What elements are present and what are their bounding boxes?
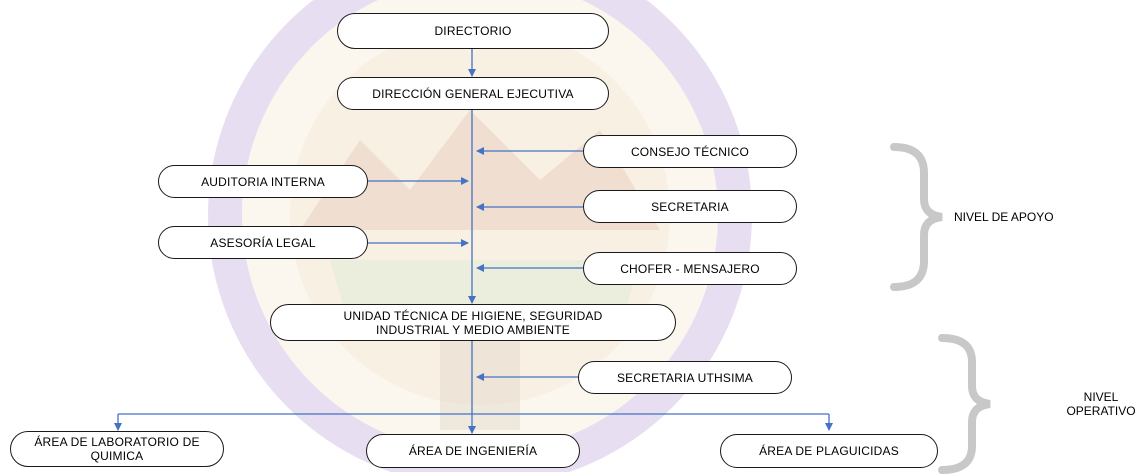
label-nivel-operativo: NIVEL OPERATIVO <box>1066 390 1136 418</box>
node-directorio: DIRECTORIO <box>337 13 609 49</box>
node-secretaria-uthsima: SECRETARIA UTHSIMA <box>578 361 792 394</box>
label-nivel-apoyo: NIVEL DE APOYO <box>954 210 1054 224</box>
node-area-laboratorio: ÁREA DE LABORATORIO DE QUIMICA <box>10 431 224 467</box>
brace-nivel-apoyo <box>890 143 943 291</box>
node-secretaria: SECRETARIA <box>583 190 797 223</box>
node-asesoria-legal: ASESORÍA LEGAL <box>158 226 368 259</box>
node-area-plaguicidas: ÁREA DE PLAGUICIDAS <box>720 434 938 468</box>
brace-nivel-operativo <box>938 334 991 474</box>
node-area-ingenieria: ÁREA DE INGENIERÍA <box>366 434 580 468</box>
node-unidad-tecnica: UNIDAD TÉCNICA DE HIGIENE, SEGURIDAD IND… <box>270 304 676 341</box>
node-chofer-mensajero: CHOFER - MENSAJERO <box>583 252 797 285</box>
node-consejo-tecnico: CONSEJO TÉCNICO <box>583 135 797 168</box>
node-auditoria-interna: AUDITORIA INTERNA <box>158 165 368 198</box>
node-direccion-general-ejecutiva: DIRECCIÓN GENERAL EJECUTIVA <box>337 77 609 110</box>
